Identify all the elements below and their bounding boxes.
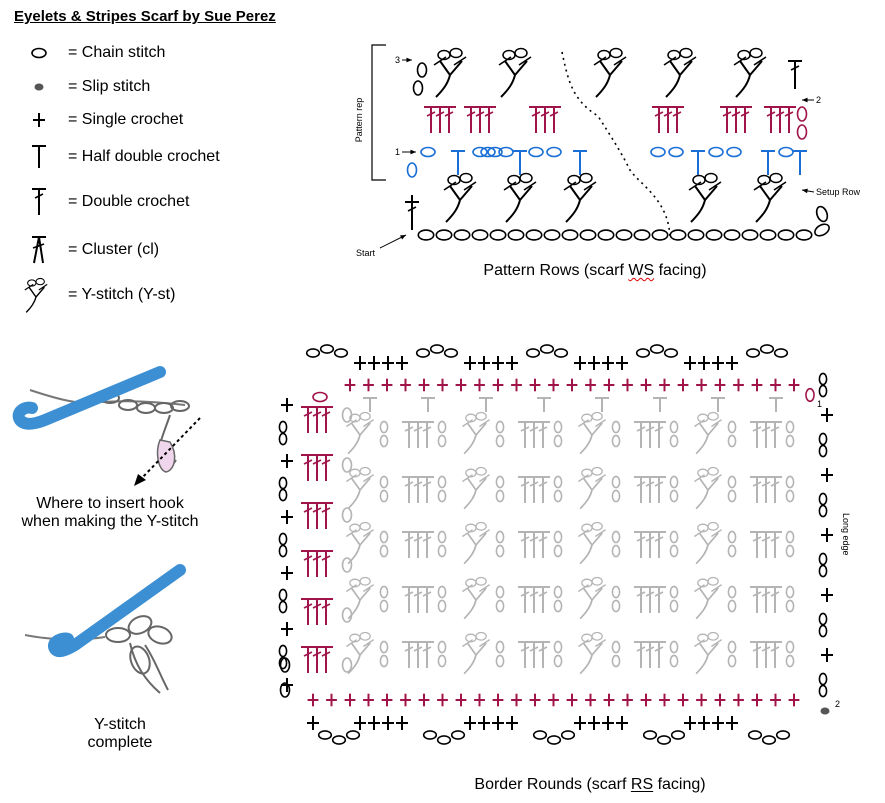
pattern-rep-bracket — [371, 44, 386, 181]
page-title: Eyelets & Stripes Scarf by Sue Perez — [14, 8, 276, 25]
hook-icon — [12, 366, 166, 430]
y-stitch-loops — [105, 615, 173, 694]
border-rounds-caption: Border Rounds (scarf RS facing) — [474, 776, 706, 793]
legend-row: = Chain stitch — [14, 38, 165, 68]
y-stitch-icon — [14, 277, 64, 313]
slip-stitch-icon — [14, 72, 64, 102]
hook-caption-1: Where to insert hook when making the Y-s… — [21, 495, 199, 530]
double-crochet-icon — [14, 187, 64, 217]
legend-label: = Chain stitch — [68, 44, 166, 61]
legend-label: = Y-stitch (Y-st) — [68, 286, 176, 303]
setup-row-label: Setup Row — [816, 187, 861, 197]
legend-label: = Cluster (cl) — [68, 241, 160, 258]
border-rounds-chart: 1 2 Long edge — [278, 344, 851, 745]
long-edge-label: Long edge — [841, 513, 851, 556]
legend-row: = Half double crochet — [14, 142, 220, 172]
round-1-red — [301, 378, 815, 707]
legend-label: = Slip stitch — [68, 78, 151, 95]
hook-caption-2: Y-stitch complete — [87, 716, 153, 751]
legend-row: = Slip stitch — [14, 72, 150, 102]
legend-row: = Double crochet — [14, 187, 189, 217]
start-label: Start — [356, 248, 376, 258]
half-double-crochet-icon — [14, 142, 64, 172]
legend-label: = Half double crochet — [68, 148, 220, 165]
cluster-icon — [14, 235, 64, 265]
arrow-head — [134, 474, 146, 486]
legend-label: = Double crochet — [68, 193, 190, 210]
row-1-label: 1 — [395, 147, 400, 157]
legend-row: = Y-stitch (Y-st) — [14, 277, 176, 313]
chain-stitch-icon — [14, 38, 64, 68]
legend-row: = Cluster (cl) — [14, 235, 159, 265]
round-1-label: 1 — [817, 399, 822, 409]
row-2-label: 2 — [816, 95, 821, 105]
border-symbols: 1 2 Long edge — [278, 344, 851, 745]
y-stitch-complete-illustration — [24, 564, 186, 694]
single-crochet-icon — [14, 105, 64, 135]
pattern-rep-label: Pattern rep — [354, 98, 364, 143]
interior-grey-pattern — [341, 397, 795, 675]
legend-row: = Single crochet — [14, 105, 183, 135]
round-2-black — [278, 344, 833, 745]
insert-arrow — [137, 417, 201, 483]
insertion-point — [156, 439, 176, 473]
round-2-label: 2 — [835, 699, 840, 709]
pattern-rows-caption: Pattern Rows (scarf WS facing) — [483, 262, 707, 279]
pattern-break-line — [561, 51, 671, 241]
legend-label: = Single crochet — [68, 111, 184, 128]
hook-insert-illustration — [12, 366, 201, 486]
hook-icon — [48, 564, 186, 658]
row-3-label: 3 — [395, 55, 400, 65]
